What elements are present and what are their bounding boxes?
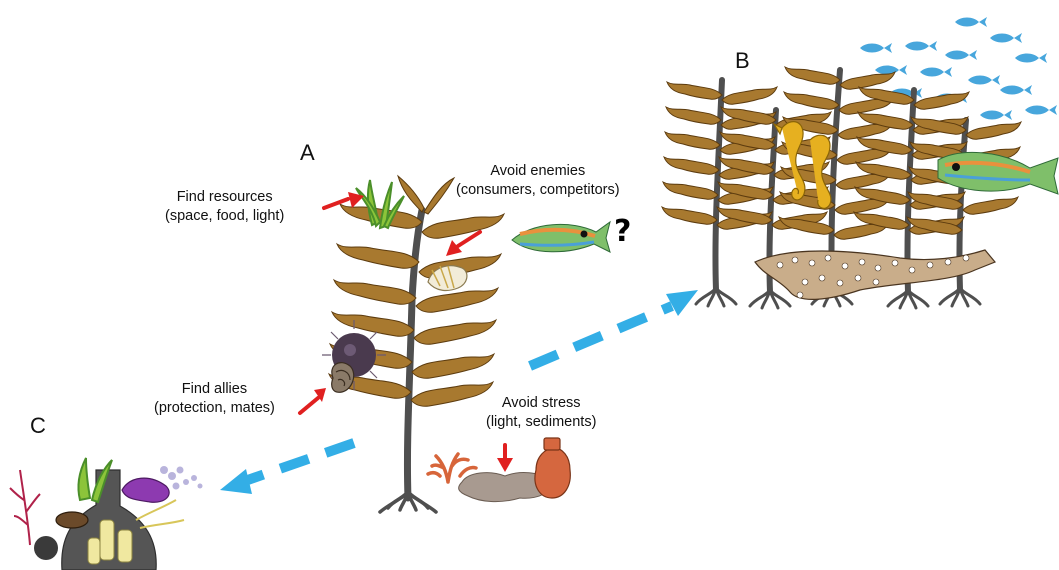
panel-label-b: B: [735, 48, 750, 74]
label-find-resources-line2: (space, food, light): [165, 207, 284, 226]
label-find-allies: Find allies (protection, mates): [154, 380, 275, 418]
dashed-arrow-a-to-b: [530, 306, 672, 366]
dashed-arrow-a-to-c: [242, 443, 354, 482]
label-avoid-enemies-line2: (consumers, competitors): [456, 181, 620, 200]
ascidian-icon: [535, 438, 570, 498]
label-find-allies-line2: (protection, mates): [154, 399, 275, 418]
fish-school: [860, 17, 1057, 120]
panel-label-a: A: [300, 140, 315, 166]
label-avoid-stress: Avoid stress (light, sediments): [486, 394, 596, 432]
label-avoid-enemies: Avoid enemies (consumers, competitors): [456, 162, 620, 200]
wrasse-fish-icon: [512, 222, 610, 252]
label-avoid-stress-line1: Avoid stress: [486, 394, 596, 413]
kelp-forest-b: [662, 17, 1058, 308]
panel-label-c: C: [30, 413, 46, 439]
label-find-allies-line1: Find allies: [154, 380, 275, 399]
wrasse-fish-icon: [938, 152, 1058, 194]
question-mark-icon: ?: [614, 214, 631, 249]
label-avoid-stress-line2: (light, sediments): [486, 413, 596, 432]
label-find-resources-line1: Find resources: [165, 188, 284, 207]
label-find-resources: Find resources (space, food, light): [165, 188, 284, 226]
reef-community-c: [10, 458, 203, 570]
label-avoid-enemies-line1: Avoid enemies: [456, 162, 620, 181]
kelp-individual-a: [300, 176, 610, 512]
